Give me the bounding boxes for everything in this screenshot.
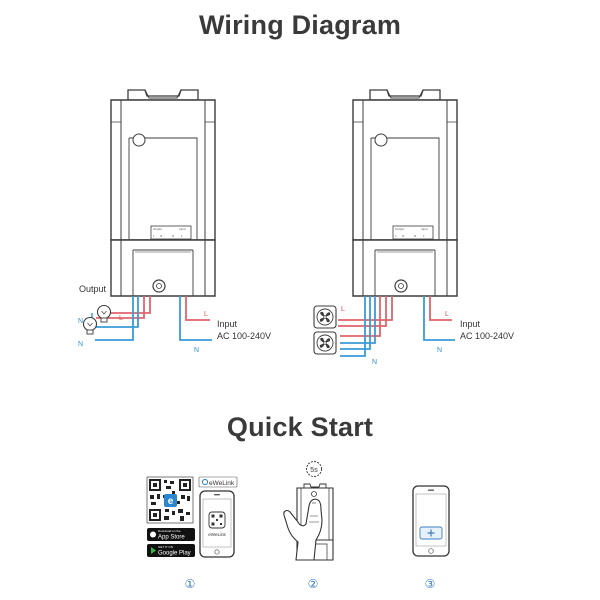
terminal-letter: L — [423, 234, 425, 238]
app-store-small-text: Download on the — [158, 529, 181, 533]
terminal-input-label: Input — [179, 227, 186, 231]
terminal-letter: N — [414, 234, 416, 238]
input-live-wire — [185, 296, 210, 321]
quick-start-step-1: e Download on the App Store GET IT ON Go… — [146, 476, 238, 591]
step-number-2: ② — [308, 577, 319, 591]
timer-icon: 5s — [306, 461, 322, 477]
wire-label-n: N — [194, 347, 199, 354]
terminal-output-label: Output — [395, 227, 404, 231]
phone-app-label: eWeLink — [208, 532, 226, 537]
terminal-letter: L — [395, 234, 397, 238]
output-live-wire — [96, 296, 145, 319]
google-play-small-text: GET IT ON — [158, 545, 173, 549]
fan-icon — [313, 305, 337, 329]
input-label: Input — [460, 319, 481, 329]
terminal-input-label: Input — [421, 227, 428, 231]
fan-icon — [313, 331, 337, 355]
output-neutral-wire — [340, 296, 366, 357]
terminal-letter: N — [172, 234, 174, 238]
output-live-wire — [338, 296, 387, 327]
phone-add-device — [412, 485, 450, 557]
bulb-icon — [96, 304, 112, 323]
output-label: Output — [79, 284, 107, 294]
switch-device-left — [110, 89, 216, 297]
output-live-wire — [338, 296, 393, 321]
google-play-badge[interactable]: GET IT ON Google Play — [147, 544, 195, 557]
quick-start-title: Quick Start — [226, 412, 374, 442]
terminal-block-right: Output Input L N N L — [395, 227, 428, 238]
voltage-label: AC 100-240V — [460, 331, 514, 341]
wiring-diagram-light-load: Output Input L N N L Output N L N L N In… — [78, 89, 271, 354]
app-store-badge[interactable]: Download on the App Store — [147, 528, 195, 541]
terminal-letter: L — [153, 234, 155, 238]
output-neutral-wire — [95, 296, 134, 341]
svg-text:e: e — [168, 496, 174, 507]
output-live-wire — [340, 296, 381, 337]
ewelink-brand-tag: eWeLink — [198, 476, 238, 488]
google-play-text: Google Play — [158, 551, 191, 557]
quick-start-step-2: 5s ② — [283, 461, 334, 591]
wire-label-l: L — [204, 311, 208, 318]
wire-label-n: N — [437, 347, 442, 354]
bulb-icon — [82, 316, 98, 335]
output-neutral-wire — [340, 296, 376, 344]
terminal-letter: N — [402, 234, 404, 238]
input-live-wire — [429, 296, 452, 321]
quick-start-step-3: ③ — [412, 485, 450, 591]
step-number-1: ① — [185, 577, 196, 591]
wire-label-n: N — [78, 318, 83, 325]
terminal-block-left: Output Input L N N L — [153, 227, 186, 238]
phone-with-app: eWeLink — [199, 490, 235, 558]
timer-label: 5s — [310, 467, 318, 474]
output-neutral-wire — [84, 296, 139, 328]
wiring-diagram-title: Wiring Diagram — [198, 10, 402, 40]
app-store-text: App Store — [158, 535, 185, 541]
input-neutral-wire — [179, 296, 212, 341]
output-neutral-wire — [340, 296, 371, 350]
qr-code: e — [146, 476, 194, 524]
wiring-diagram-fan-load: Output Input L N N L L N L N Input AC 10… — [313, 89, 514, 366]
wire-label-l: L — [445, 311, 449, 318]
terminal-output-label: Output — [153, 227, 162, 231]
hand-press-icon — [283, 498, 323, 561]
switch-device-right — [352, 89, 458, 297]
terminal-letter: N — [160, 234, 162, 238]
ewelink-brand-text: eWeLink — [209, 480, 235, 487]
wire-label-l: L — [119, 315, 123, 322]
terminal-letter: L — [181, 234, 183, 238]
voltage-label: AC 100-240V — [217, 331, 271, 341]
wire-label-n: N — [372, 359, 377, 366]
input-neutral-wire — [423, 296, 455, 341]
wire-label-n: N — [78, 341, 83, 348]
output-live-wire — [100, 296, 151, 314]
wire-label-l: L — [341, 306, 345, 313]
step-number-3: ③ — [425, 577, 436, 591]
input-label: Input — [217, 319, 238, 329]
